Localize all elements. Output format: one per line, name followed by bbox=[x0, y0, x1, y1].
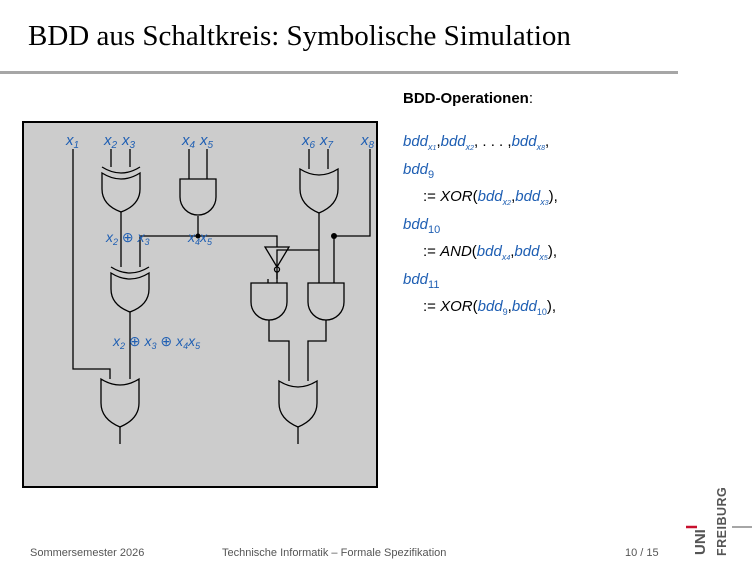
wire-and1-out bbox=[197, 216, 278, 247]
op-line-bdd10: bdd10 bbox=[403, 216, 441, 236]
op-line-bdd9: bdd9 bbox=[403, 161, 435, 181]
logo-text-freiburg: FREIBURG bbox=[715, 487, 729, 556]
op-line-bdd9-def: := XOR(bddx2,bddx3), bbox=[423, 188, 558, 207]
input-label-x1: x1 bbox=[65, 132, 79, 151]
logo-text-uni: UNI bbox=[692, 529, 709, 555]
input-label-x6: x6 bbox=[301, 132, 316, 151]
bdd-operations-panel: BDD-Operationen: bddx1,bddx2, . . . ,bdd… bbox=[403, 90, 663, 323]
input-label-x7: x7 bbox=[319, 132, 334, 151]
wire-and1-branch bbox=[139, 235, 198, 267]
op-line-bdd11-def: := XOR(bdd9,bdd10), bbox=[423, 298, 557, 317]
circuit-diagram: x1 x2 x3 x4 x5 x6 x7 x8 x2 ⊕ x3 x4x5 x2 … bbox=[22, 121, 378, 488]
wire-andr-out bbox=[307, 320, 327, 381]
not-gate-bubble bbox=[273, 266, 281, 273]
university-logo: UNI FREIBURG bbox=[686, 487, 752, 556]
slide-title: BDD aus Schaltkreis: Symbolische Simulat… bbox=[28, 20, 571, 52]
input-label-x5: x5 bbox=[199, 132, 214, 151]
and-gate-right bbox=[307, 282, 345, 321]
operations-heading: BDD-Operationen: bbox=[403, 90, 534, 107]
op-line-bdd11: bdd11 bbox=[403, 271, 440, 291]
footer-semester: Sommersemester 2026 bbox=[30, 547, 145, 559]
xor-gate-2 bbox=[110, 271, 150, 313]
op-line-inputs: bddx1,bddx2, . . . ,bddx8, bbox=[403, 133, 550, 152]
input-label-x2: x2 bbox=[103, 132, 118, 151]
or-gate-1 bbox=[299, 167, 339, 214]
and-gate-left bbox=[250, 282, 288, 321]
footer-page-number: 10 / 15 bbox=[625, 547, 659, 559]
footer-course: Technische Informatik – Formale Spezifik… bbox=[222, 547, 447, 559]
or-gate-2 bbox=[100, 377, 140, 428]
wire-x8 bbox=[333, 149, 371, 283]
junction-or1 bbox=[331, 233, 337, 239]
wire-x1 bbox=[72, 149, 111, 379]
input-label-x4: x4 bbox=[181, 132, 196, 151]
junction-and1 bbox=[195, 233, 201, 239]
node-label-xor2: x2 ⊕ x3 ⊕ x4x5 bbox=[112, 333, 201, 351]
wire-andl-out bbox=[268, 320, 290, 381]
input-label-x8: x8 bbox=[360, 132, 375, 151]
operations-list: bddx1,bddx2, . . . ,bddx8, bdd9 := XOR(b… bbox=[403, 131, 663, 323]
xor-gate-1 bbox=[101, 171, 141, 213]
node-label-and1: x4x5 bbox=[187, 229, 213, 247]
wire-or1-to-not bbox=[276, 249, 319, 283]
xor-gate-1-bar bbox=[101, 166, 141, 174]
xor-gate-2-bar bbox=[110, 266, 150, 274]
circuit-svg: x1 x2 x3 x4 x5 x6 x7 x8 x2 ⊕ x3 x4x5 x2 … bbox=[65, 132, 375, 444]
op-line-bdd10-def: := AND(bddx4,bddx5), bbox=[423, 243, 557, 262]
and-gate-1 bbox=[179, 178, 217, 216]
input-label-x3: x3 bbox=[121, 132, 136, 151]
title-divider bbox=[0, 71, 678, 74]
not-gate bbox=[263, 246, 291, 269]
or-gate-3 bbox=[278, 379, 318, 428]
node-label-xor1: x2 ⊕ x3 bbox=[105, 229, 150, 247]
